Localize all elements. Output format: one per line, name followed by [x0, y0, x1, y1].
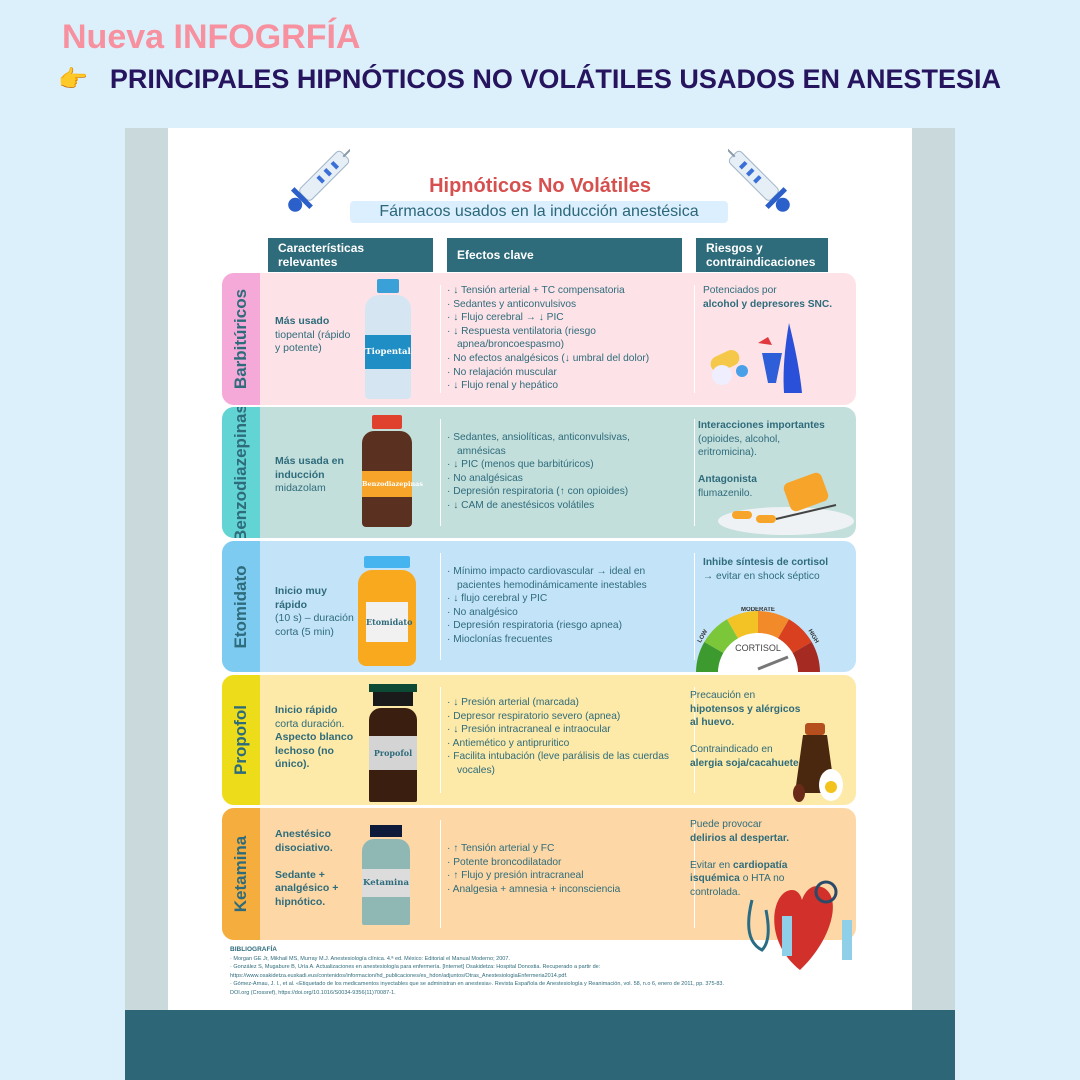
row-label: Barbitúricos — [222, 273, 260, 405]
effects-list: ↓ Tensión arterial + TC compensatoriaSed… — [447, 284, 677, 393]
gauge-needle — [757, 655, 789, 671]
etomidato-bottle-icon: Etomidato — [358, 556, 416, 666]
benzodiazepinas-bottle-icon: Benzodiazepinas — [362, 415, 423, 527]
gauge-segment — [758, 611, 789, 639]
propofol-bottle-icon: Propofol — [369, 684, 417, 802]
column-header-characteristics: Características relevantes — [268, 238, 433, 272]
effects-list: Mínimo impacto cardiovascular → ideal en… — [447, 565, 677, 647]
characteristics: Inicio muy rápido(10 s) – duración corta… — [275, 585, 354, 638]
pill-bottle-spill-icon — [718, 472, 854, 535]
effects-list: Sedantes, ansiolíticas, anticonvulsivas,… — [447, 431, 677, 513]
soy-sauce-egg-icon — [793, 723, 843, 802]
bibliography-item: · González S, Mugabure B, Uría A. Actual… — [230, 964, 601, 979]
row-etomidato: Etomidato Inicio muy rápido(10 s) – dura… — [222, 541, 856, 672]
poster-title: Hipnóticos No Volátiles — [429, 175, 651, 197]
bibliography-item: · Gómez-Arnau, J. I., et al. «Etiquetado… — [230, 981, 724, 996]
risks: Inhibe síntesis de cortisol → evitar en … — [703, 557, 829, 582]
row-label: Etomidato — [222, 541, 260, 672]
gauge-segment — [727, 611, 758, 639]
gauge-segment — [792, 642, 820, 672]
syringe-icon — [728, 145, 790, 212]
bibliography: BIBLIOGRAFÍA · Morgan GE Jr, Mikhail MS,… — [230, 946, 730, 997]
column-header-effects: Efectos clave — [447, 238, 682, 272]
risks: Interacciones importantes (opioides, alc… — [698, 420, 825, 499]
subheading-text: PRINCIPALES HIPNÓTICOS NO VOLÁTILES USAD… — [109, 64, 1001, 94]
gauge-center-label: CORTISOL — [735, 643, 781, 653]
pills-and-alcohol-icon — [710, 323, 802, 393]
characteristics: Anestésico disociativo.Sedante + analgés… — [275, 828, 339, 908]
row-ketamina: Ketamina Anestésico disociativo.Sedante … — [222, 808, 856, 940]
infographic-subheading: 👉 PRINCIPALES HIPNÓTICOS NO VOLÁTILES US… — [58, 64, 1001, 95]
row-label: Propofol — [222, 675, 260, 805]
tiopental-bottle-icon: Tiopental — [365, 279, 411, 401]
bibliography-item: · Morgan GE Jr, Mikhail MS, Murray M.J. … — [230, 955, 510, 962]
gauge-label: MODERATE — [741, 607, 775, 613]
gauge-segment — [778, 619, 812, 653]
syringe-icon — [288, 145, 350, 212]
ketamina-bottle-icon: Ketamina — [362, 825, 410, 925]
row-label: Benzodiazepinas — [222, 407, 260, 538]
effects-list: ↓ Presión arterial (marcada)Depresor res… — [447, 696, 677, 778]
infographic-heading: Nueva INFOGRFÍA — [62, 18, 361, 56]
gauge-segment — [704, 619, 738, 653]
poster-subtitle: Fármacos usados en la inducción anestési… — [350, 201, 728, 223]
footer-strip — [125, 1010, 955, 1080]
effects-list: ↑ Tensión arterial y FCPotente broncodil… — [447, 842, 677, 896]
column-header-risks: Riesgos y contraindicaciones — [696, 238, 828, 272]
gauge-segment — [696, 642, 724, 672]
row-label: Ketamina — [222, 808, 260, 940]
heart-doctors-icon — [747, 880, 852, 970]
pointing-hand-icon: 👉 — [58, 66, 88, 93]
